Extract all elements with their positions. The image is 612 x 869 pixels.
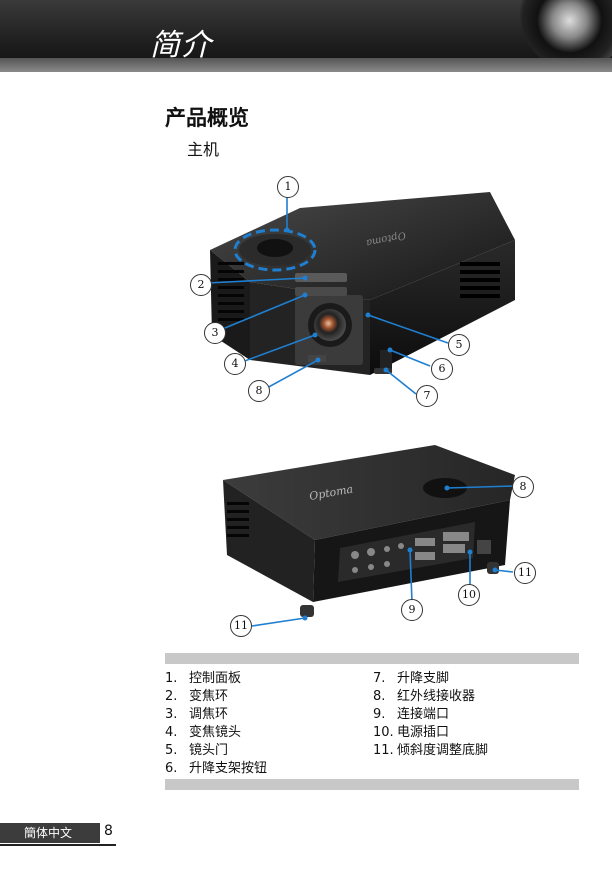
- section-title: 产品概览: [165, 106, 249, 130]
- list-item: 2.变焦环: [165, 689, 229, 704]
- callout-1: 1: [277, 176, 299, 198]
- projector-front-photo: Optoma: [207, 192, 515, 395]
- list-item: 6.升降支架按钮: [165, 761, 268, 776]
- list-item: 9.连接端口: [373, 707, 450, 722]
- footer-language-tab: 簡体中文: [0, 823, 100, 843]
- list-item: 7.升降支脚: [373, 671, 450, 686]
- callout-4: 4: [224, 353, 246, 375]
- section-subtitle: 主机: [187, 140, 220, 159]
- callout-8-rear: 8: [512, 476, 534, 498]
- callout-11-left: 11: [230, 615, 252, 637]
- list-item: 5.镜头门: [165, 743, 229, 758]
- header-band: [0, 58, 612, 72]
- parts-list-right: 7.升降支脚 8.红外线接收器 9.连接端口 10.电源插口 11.倾斜度调整底…: [373, 667, 489, 758]
- list-item: 11.倾斜度调整底脚: [373, 743, 489, 758]
- callout-8: 8: [248, 380, 270, 402]
- callout-9: 9: [401, 599, 423, 621]
- header-title: 简介: [150, 28, 212, 63]
- callout-3: 3: [204, 322, 226, 344]
- callout-11-right: 11: [514, 562, 536, 584]
- footer-line: [0, 844, 116, 846]
- list-item: 10.电源插口: [373, 725, 450, 740]
- projector-rear-photo: Optoma: [223, 445, 515, 627]
- list-item: 8.红外线接收器: [373, 689, 476, 704]
- callout-2: 2: [190, 274, 212, 296]
- list-item: 1.控制面板: [165, 671, 242, 686]
- list-top-bar: [165, 653, 579, 664]
- callout-10: 10: [458, 584, 480, 606]
- callout-6: 6: [431, 358, 453, 380]
- callout-7: 7: [416, 385, 438, 407]
- list-bottom-bar: [165, 779, 579, 790]
- page-header: 简介: [0, 0, 612, 72]
- callout-5: 5: [448, 334, 470, 356]
- page-number: 8: [104, 823, 113, 839]
- parts-list-left: 1.控制面板 2.变焦环 3.调焦环 4.变焦镜头 5.镜头门 6.升降支架按钮: [165, 667, 268, 776]
- list-item: 4.变焦镜头: [165, 725, 242, 740]
- list-item: 3.调焦环: [165, 707, 229, 722]
